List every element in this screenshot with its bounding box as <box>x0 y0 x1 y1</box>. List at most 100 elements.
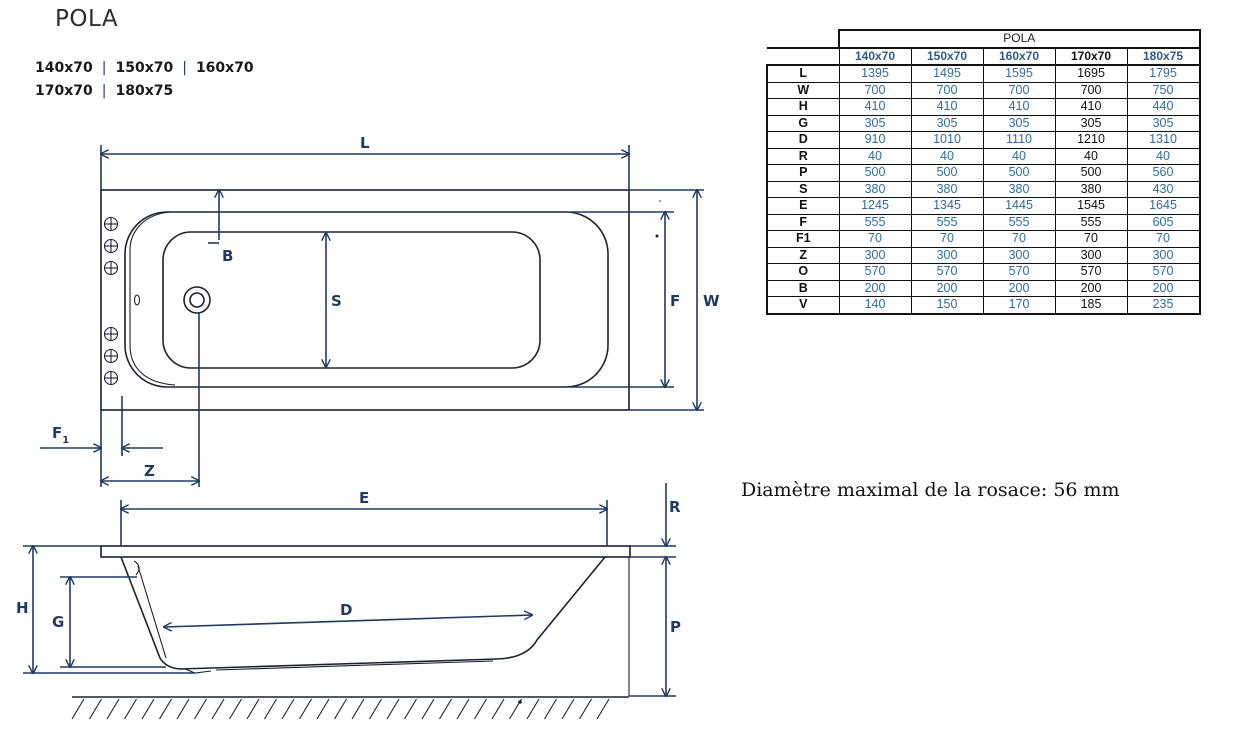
size-line-2: 170x70|180x75 <box>35 83 174 99</box>
table-cell: 200 <box>1126 279 1201 297</box>
table-cell: 1345 <box>910 197 984 215</box>
dimension-P <box>629 557 676 696</box>
hatch-stroke <box>124 698 137 720</box>
hatch-stroke <box>264 698 277 720</box>
table-cell: 300 <box>1126 246 1201 264</box>
hatch-stroke <box>544 698 557 720</box>
table-cell: 70 <box>1054 230 1128 248</box>
table-cell: 305 <box>1126 114 1201 132</box>
dimension-L <box>101 145 629 190</box>
table-cell: 570 <box>838 263 912 281</box>
table-cell: 500 <box>1054 164 1128 182</box>
dimension-F <box>570 212 674 387</box>
table-cell: 560 <box>1126 164 1201 182</box>
dimension-R <box>630 483 676 558</box>
table-cell: 700 <box>838 81 912 99</box>
dimension-F1 <box>40 396 163 456</box>
size-line-1: 140x70|150x70|160x70 <box>35 60 254 76</box>
table-header-row: POLA <box>767 29 1201 49</box>
table-cell: 1010 <box>910 131 984 149</box>
tub-inner-curve <box>129 211 176 386</box>
hatch-stroke <box>334 698 347 720</box>
table-cell: 500 <box>838 164 912 182</box>
table-cell: 200 <box>982 279 1056 297</box>
dimension-Z <box>101 313 199 487</box>
label-W: W <box>703 292 720 310</box>
label-P: P <box>670 618 681 636</box>
table-cell: 40 <box>982 147 1056 165</box>
tub-rim-profile <box>100 545 631 558</box>
row-label: E <box>766 197 840 215</box>
table-cell: 1795 <box>1126 64 1201 83</box>
table-cell: 380 <box>1054 180 1128 198</box>
table-cell: 1695 <box>1054 64 1128 83</box>
table-cell: 570 <box>982 263 1056 281</box>
dimension-D <box>164 615 532 627</box>
row-label: O <box>766 263 840 281</box>
table-cell: 70 <box>1126 230 1201 248</box>
table-cell: 305 <box>838 114 912 132</box>
dimension-E <box>121 500 607 546</box>
table-cell: 70 <box>838 230 912 248</box>
hatch-stroke <box>369 698 382 720</box>
table-title: POLA <box>838 29 1201 49</box>
table-cell: 910 <box>838 131 912 149</box>
size-column-header: 160x70 <box>982 47 1056 66</box>
table-cell: 70 <box>982 230 1056 248</box>
hatch-stroke <box>526 698 540 720</box>
tub-bottom-area <box>162 231 541 369</box>
hatch-stroke <box>229 698 242 720</box>
table-cell: 305 <box>910 114 984 132</box>
table-cell: 150 <box>910 296 984 315</box>
tub-outer-rim <box>100 189 630 411</box>
table-cell: 410 <box>982 98 1056 116</box>
table-cell: 700 <box>1054 81 1128 99</box>
table-cell: 700 <box>910 81 984 99</box>
table-cell: 700 <box>982 81 1056 99</box>
dimension-W <box>629 190 704 410</box>
size-option: 180x75 <box>115 83 174 99</box>
row-label: Z <box>766 246 840 264</box>
label-H: H <box>16 599 29 617</box>
table-cell: 500 <box>910 164 984 182</box>
tub-shell-profile <box>120 556 606 670</box>
table-cell: 570 <box>1054 263 1128 281</box>
hatch-stroke <box>421 698 435 720</box>
table-cell: 185 <box>1054 296 1128 315</box>
dimension-G <box>60 577 166 667</box>
hatch-stroke <box>561 698 575 720</box>
label-R: R <box>669 498 681 516</box>
row-label: F1 <box>766 230 840 248</box>
table-cell: 200 <box>1054 279 1128 297</box>
hatch-stroke <box>386 698 400 720</box>
table-cell: 555 <box>1054 213 1128 231</box>
table-cell: 555 <box>982 213 1056 231</box>
table-cell: 1645 <box>1126 197 1201 215</box>
table-cell: 570 <box>910 263 984 281</box>
hatch-stroke <box>579 698 592 720</box>
row-label: R <box>766 147 840 165</box>
row-label: H <box>766 98 840 116</box>
table-cell: 410 <box>838 98 912 116</box>
table-cell: 1545 <box>1054 197 1128 215</box>
size-column-header: 150x70 <box>910 47 984 66</box>
size-option: 140x70 <box>35 60 93 76</box>
label-B: B <box>222 247 233 265</box>
hatch-stroke <box>176 698 190 720</box>
table-cell: 410 <box>1054 98 1128 116</box>
hatch-stroke <box>491 698 505 720</box>
label-F1: F1 <box>52 424 69 446</box>
